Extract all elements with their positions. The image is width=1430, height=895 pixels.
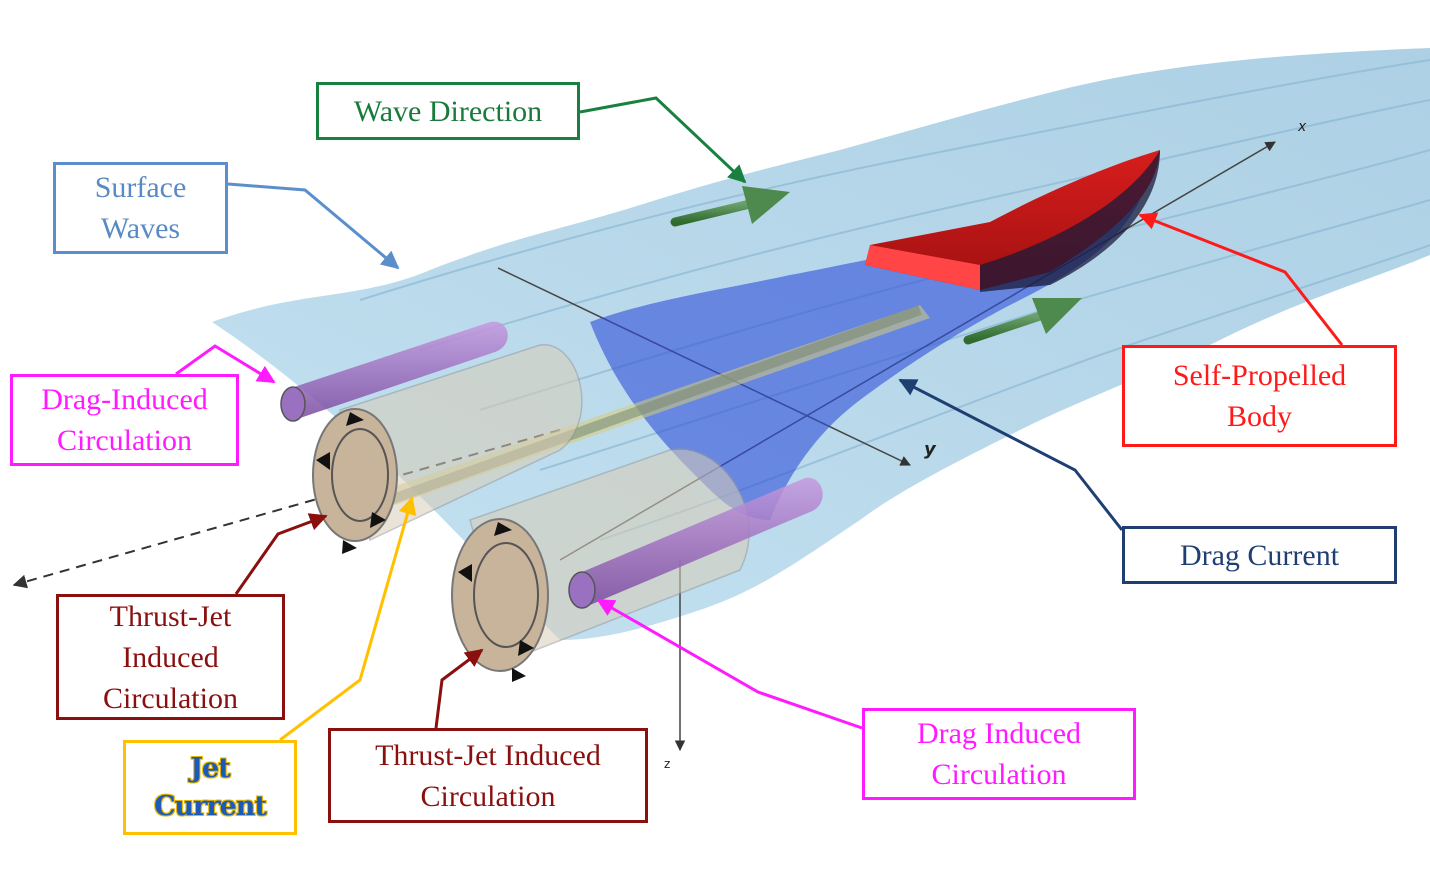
surface-waves-line-2: Waves (100, 212, 181, 245)
thrust-jet-circulation-label-left: Thrust-Jet Induced Circulation (56, 594, 285, 720)
vortex-tube-right (568, 477, 823, 609)
thrust-jet-left-line-1: Thrust-Jet (109, 599, 232, 633)
leader-jet-current (279, 496, 417, 742)
vortex-tube-left (280, 321, 508, 422)
surface-waves-label: Surface Waves (53, 162, 228, 254)
drag-induced-bottom-line-2: Circulation (931, 758, 1067, 791)
leader-thrust-left (234, 513, 328, 595)
thrust-jet-left-line-3: Circulation (103, 681, 238, 715)
leader-drag-induced-bottom (596, 598, 863, 730)
leader-lines (175, 96, 1344, 742)
thrust-ring-left (312, 344, 583, 554)
thrust-jet-circulation-label-bottom: Thrust-Jet Induced Circulation (328, 728, 648, 823)
y-axis-label: y (924, 439, 937, 460)
x-axis-label: x (1297, 119, 1307, 135)
drag-current-text: Drag Current (1179, 538, 1340, 572)
leader-thrust-bottom (434, 648, 484, 729)
self-propelled-body-label: Self-Propelled Body (1122, 345, 1397, 447)
drag-current-label: Drag Current (1122, 526, 1397, 584)
jet-current-label: Jet Current (123, 740, 297, 835)
jet-current-line-2: Current (154, 790, 267, 822)
leader-drag-induced-left (175, 344, 276, 384)
thrust-jet-left-line-2: Induced (122, 640, 219, 674)
leader-self-propelled (1138, 212, 1344, 346)
drag-induced-left-line-2: Circulation (57, 424, 192, 457)
jet-current-line-1: Jet (190, 752, 230, 784)
self-propelled-body-shape (865, 150, 1160, 292)
surface-waves-line-1: Surface (94, 171, 187, 204)
leader-surface-waves (227, 182, 400, 270)
thrust-ring-right (451, 448, 750, 682)
drag-induced-bottom-line-1: Drag Induced (916, 717, 1082, 750)
leader-drag-current (898, 378, 1124, 531)
wave-direction-label: Wave Direction (316, 82, 580, 140)
self-propelled-line-2: Body (1226, 400, 1292, 433)
drag-induced-circulation-label-bottom: Drag Induced Circulation (862, 708, 1136, 800)
self-propelled-line-1: Self-Propelled (1172, 359, 1347, 392)
thrust-jet-bottom-line-1: Thrust-Jet Induced (375, 738, 601, 772)
drag-induced-circulation-label-left: Drag-Induced Circulation (10, 374, 239, 466)
wave-direction-arrow-lower (963, 298, 1082, 345)
z-axis-label: z (664, 757, 670, 771)
drag-induced-left-line-1: Drag-Induced (41, 383, 208, 416)
leader-wave-direction (579, 96, 747, 184)
wave-direction-arrow-upper (670, 186, 790, 227)
thrust-jet-bottom-line-2: Circulation (420, 779, 556, 813)
wave-direction-text: Wave Direction (353, 94, 543, 128)
